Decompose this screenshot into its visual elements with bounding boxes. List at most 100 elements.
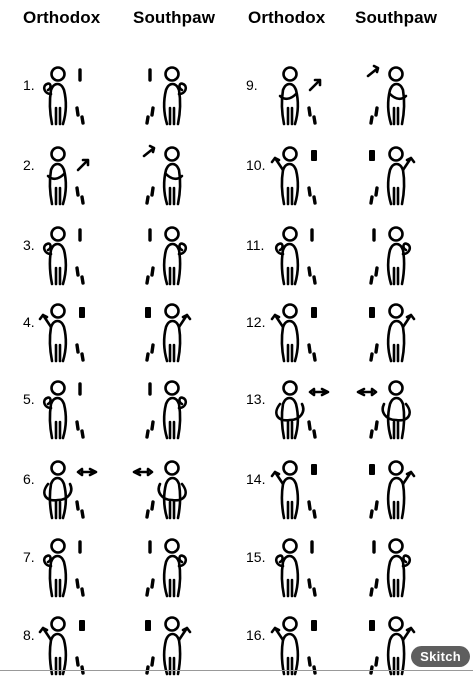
foot-mark [75, 186, 80, 197]
figure-body [162, 554, 182, 598]
foot-mark [75, 500, 80, 511]
figure-head [282, 460, 298, 476]
foot-mark [145, 352, 150, 362]
combo-number: 15. [246, 549, 266, 565]
combo-number: 1. [23, 77, 35, 93]
figure-arm [43, 482, 73, 502]
figure-body [48, 396, 68, 440]
figure-head [164, 146, 180, 162]
figure-body [48, 162, 68, 206]
southpaw-stance-figure [369, 538, 412, 598]
combo-number: 12. [246, 314, 266, 330]
figure-body [386, 476, 406, 520]
foot-mark [75, 106, 80, 117]
hand-mark [311, 464, 317, 475]
figure-body [386, 82, 406, 126]
orthodox-stance-figure [38, 303, 85, 363]
southpaw-stance-figure [145, 226, 188, 286]
figure-arm [177, 554, 188, 568]
southpaw-stance-figure [369, 303, 416, 363]
orthodox-stance-figure [42, 538, 85, 598]
foot-mark [75, 420, 80, 431]
foot-mark [369, 115, 374, 125]
punch-arrow [366, 64, 380, 78]
figure-head [164, 538, 180, 554]
foot-mark [312, 275, 317, 285]
foot-mark [150, 186, 155, 197]
skitch-watermark[interactable]: Skitch [411, 646, 470, 667]
figure-head [282, 66, 298, 82]
header-orthodox-1: Orthodox [23, 8, 101, 27]
combo-number: 7. [23, 549, 35, 565]
header-southpaw-2: Southpaw [355, 8, 438, 27]
combo-number: 2. [23, 157, 35, 173]
figure-head [164, 460, 180, 476]
foot-mark [312, 352, 317, 362]
figure-body [280, 162, 300, 206]
figure-head [50, 538, 66, 554]
figure-head [164, 66, 180, 82]
foot-mark [374, 266, 379, 277]
figure-body [162, 396, 182, 440]
punch-arrow [76, 158, 90, 172]
orthodox-stance-figure [274, 538, 317, 598]
figure-arm [157, 482, 187, 502]
foot-mark [145, 275, 150, 285]
figure-arm [401, 242, 412, 256]
figure-arm [38, 313, 53, 329]
figure-head [388, 146, 404, 162]
figure-body [48, 632, 68, 676]
orthodox-stance-figure [43, 460, 98, 520]
foot-mark [145, 195, 150, 205]
foot-mark [369, 195, 374, 205]
foot-mark [145, 587, 150, 597]
figure-arm [177, 313, 192, 329]
foot-mark [307, 186, 312, 197]
figure-head [50, 380, 66, 396]
hand-mark [311, 307, 317, 318]
figure-arm [38, 626, 53, 642]
foot-mark [80, 509, 85, 519]
foot-mark [369, 587, 374, 597]
foot-mark [312, 587, 317, 597]
figure-arm [401, 156, 416, 172]
southpaw-stance-figure [356, 380, 411, 440]
foot-mark [374, 186, 379, 197]
foot-mark [80, 195, 85, 205]
figure-arm [46, 172, 66, 181]
combo-number: 11. [246, 237, 265, 253]
foot-mark [312, 429, 317, 439]
figure-body [162, 632, 182, 676]
combo-number: 14. [246, 471, 266, 487]
figure-arm [177, 626, 192, 642]
figure-arm [275, 402, 305, 422]
figure-arm [401, 554, 412, 568]
figure-head [164, 616, 180, 632]
foot-mark [145, 115, 150, 125]
figure-arm [42, 554, 53, 568]
figure-body [162, 476, 182, 520]
foot-mark [312, 509, 317, 519]
figure-arm [381, 402, 411, 422]
figure-head [50, 460, 66, 476]
punch-arrow [308, 78, 322, 92]
figure-head [50, 303, 66, 319]
figure-body [48, 82, 68, 126]
foot-mark [374, 343, 379, 354]
figure-head [164, 380, 180, 396]
orthodox-stance-figure [46, 146, 90, 206]
foot-mark [150, 500, 155, 511]
orthodox-stance-figure [270, 146, 317, 206]
bottom-divider [0, 670, 473, 671]
figure-arm [270, 626, 285, 642]
foot-mark [374, 656, 379, 667]
foot-mark [150, 656, 155, 667]
figure-arm [274, 554, 285, 568]
orthodox-stance-figure [270, 616, 317, 676]
figure-body [386, 162, 406, 206]
orthodox-stance-figure [278, 66, 322, 126]
southpaw-stance-figure [142, 144, 184, 206]
figure-head [50, 226, 66, 242]
figure-arm [177, 396, 188, 410]
foot-mark [150, 106, 155, 117]
